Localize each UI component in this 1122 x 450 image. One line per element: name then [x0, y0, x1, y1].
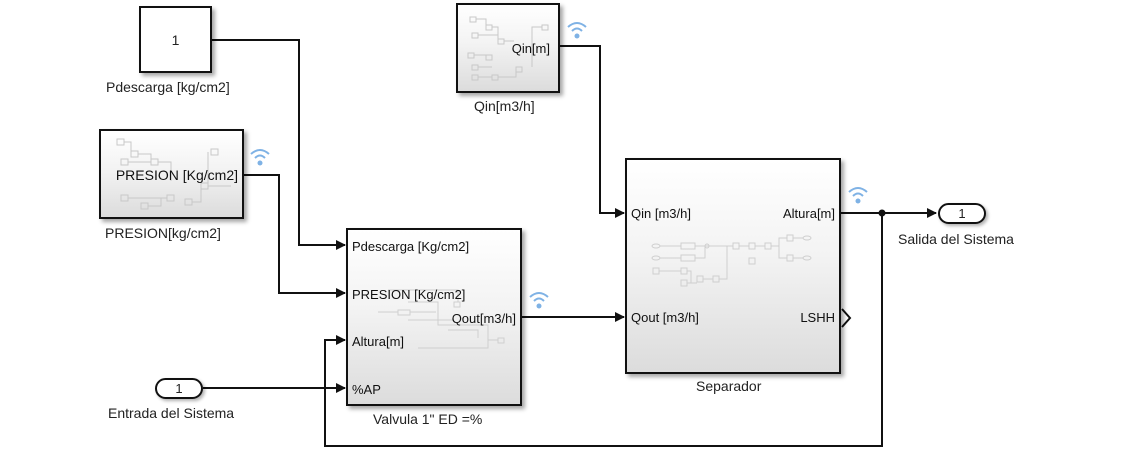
qin-label: Qin[m3/h] [474, 98, 535, 114]
pdescarga-label: Pdescarga [kg/cm2] [106, 79, 230, 95]
signal-logging-icon [567, 22, 587, 39]
outport-label: Salida del Sistema [898, 231, 1014, 247]
subsystem-content-icon [378, 289, 505, 349]
constant-value: 1 [171, 32, 180, 48]
subsystem-content-icon [651, 234, 812, 287]
separador-label: Separador [696, 378, 762, 394]
separador-subsystem[interactable]: Qin [m3/h] Qout [m3/h] Altura[m] LSHH [625, 158, 841, 374]
lshh-port-icon [841, 308, 852, 328]
inport-block[interactable]: 1 [155, 378, 203, 399]
presion-subsystem[interactable]: PRESION [Kg/cm2] [99, 129, 244, 219]
signal-logging-icon [250, 149, 270, 166]
wire-qin[interactable] [560, 45, 625, 218]
valvula-input-port-pdescarga: Pdescarga [Kg/cm2] [352, 239, 470, 254]
valvula-subsystem[interactable]: Pdescarga [Kg/cm2] PRESION [Kg/cm2] Altu… [346, 228, 522, 406]
separador-input-port-qin: Qin [m3/h] [631, 206, 691, 221]
valvula-output-port-qout: Qout[m3/h] [451, 311, 516, 326]
valvula-input-port-altura: Altura[m] [352, 334, 405, 349]
pdescarga-constant-block[interactable]: 1 [139, 6, 212, 73]
outport-number: 1 [958, 206, 966, 221]
separador-output-port-altura: Altura[m] [782, 206, 835, 221]
separador-output-port-lshh: LSHH [800, 310, 835, 325]
valvula-label: Valvula 1" ED =% [373, 411, 483, 427]
signal-logging-icon [529, 292, 549, 309]
valvula-input-port-ap: %AP [352, 382, 381, 397]
outport-block[interactable]: 1 [938, 203, 986, 224]
subsystem-content-icon [116, 138, 231, 210]
wire-presion[interactable] [244, 174, 346, 298]
presion-output-port-label: PRESION [Kg/cm2] [115, 167, 238, 183]
inport-number: 1 [175, 381, 183, 396]
presion-label: PRESION[kg/cm2] [105, 225, 221, 241]
signal-logging-icon [848, 187, 868, 204]
qin-subsystem[interactable]: Qin[m] [456, 3, 560, 93]
inport-label: Entrada del Sistema [108, 405, 235, 421]
branch-point [878, 209, 886, 217]
valvula-input-port-presion: PRESION [Kg/cm2] [352, 287, 466, 302]
qin-output-port-label: Qin[m] [511, 41, 550, 56]
separador-input-port-qout: Qout [m3/h] [631, 310, 699, 325]
subsystem-content-icon [467, 16, 549, 81]
wire-pdescarga[interactable] [212, 39, 346, 250]
wire-altura-feedback[interactable] [324, 213, 883, 447]
